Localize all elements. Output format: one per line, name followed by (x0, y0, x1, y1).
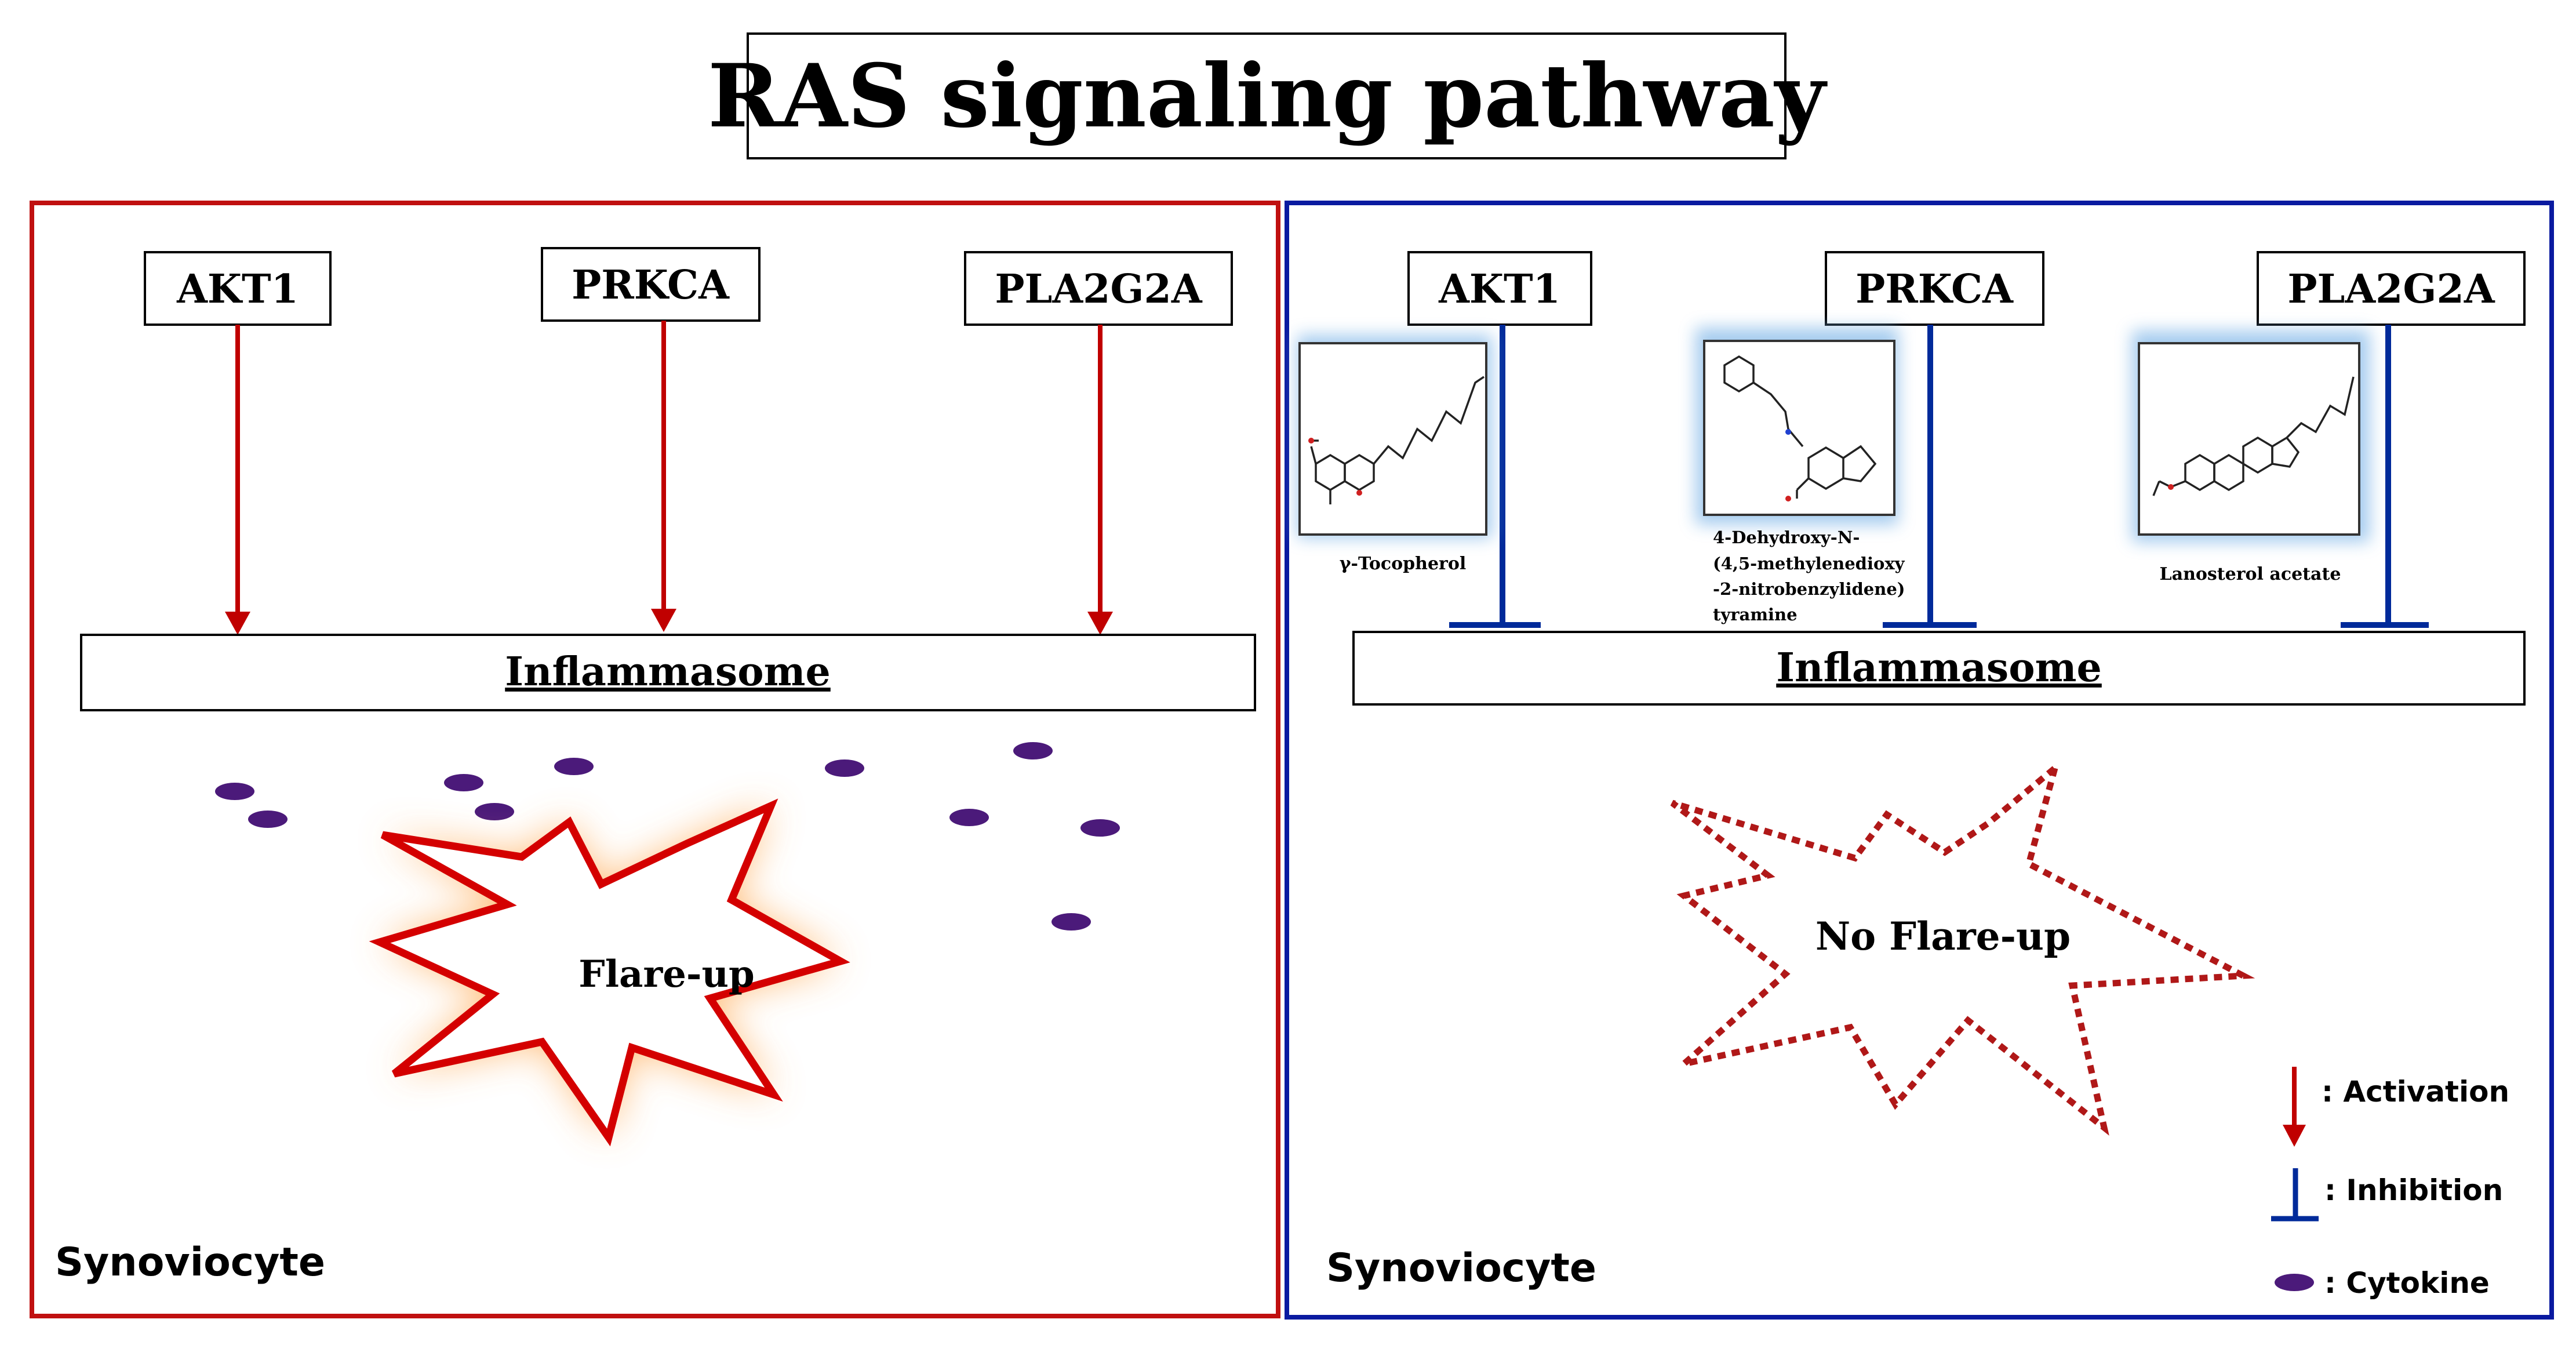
svg-text:4-Dehydroxy-N-: 4-Dehydroxy-N- (1713, 528, 1860, 547)
left-gene-label: AKT1 (176, 266, 299, 312)
cytokine (949, 809, 989, 826)
right-gene-label: PLA2G2A (2287, 266, 2495, 312)
legend-cytokine-icon (2275, 1274, 2314, 1291)
cytokine (475, 803, 514, 820)
activation-arrow (225, 325, 250, 635)
right-gene-akt1: AKT1 (1407, 251, 1592, 326)
legend-label: : Inhibition (2324, 1173, 2503, 1207)
left-inflammasome-box: Inflammasome (80, 634, 1256, 711)
left-gene-label: PRKCA (572, 262, 730, 308)
legend-inhibition-bar-icon (2271, 1168, 2319, 1222)
legend: : Activation : Inhibition : Cytokine (2271, 1067, 2509, 1300)
activation-arrow (1087, 325, 1113, 635)
svg-text:tyramine: tyramine (1713, 605, 1798, 624)
right-gene-label: PRKCA (1855, 266, 2014, 312)
compound-name: γ-Tocopherol (1340, 554, 1467, 574)
right-gene-pla2g2a: PLA2G2A (2257, 251, 2526, 326)
compound-name: Lanosterol acetate (2160, 564, 2341, 584)
right-gene-label: AKT1 (1438, 266, 1560, 312)
dehydroxy-tyramine-structure-icon (1695, 328, 1898, 525)
flare-up-burst: Flare-up (369, 798, 850, 1147)
cytokine (248, 811, 288, 828)
cytokine-cluster (215, 742, 1120, 931)
inhibition-bar (2341, 325, 2429, 628)
activation-arrow (651, 321, 676, 632)
cytokine (1080, 819, 1120, 837)
inhibition-bar (1883, 325, 1977, 628)
compound-name: 4-Dehydroxy-N- (4,5-methylenedioxy -2-ni… (1713, 528, 1905, 624)
right-gene-prkca: PRKCA (1825, 251, 2044, 326)
left-panel-border (30, 201, 1280, 1318)
inflammasome-label: Inflammasome (1776, 645, 2102, 691)
left-gene-prkca: PRKCA (541, 247, 761, 322)
left-gene-label: PLA2G2A (995, 266, 1202, 312)
title-box: RAS signaling pathway (708, 32, 1828, 159)
no-flare-up-burst: No Flare-up (1670, 759, 2255, 1136)
left-panel: AKT1 PRKCA PLA2G2A Inflammasome (30, 201, 1280, 1318)
inflammasome-label: Inflammasome (505, 649, 831, 695)
right-panel-border (1285, 201, 2554, 1320)
svg-text:(4,5-methylenedioxy: (4,5-methylenedioxy (1713, 554, 1905, 573)
gamma-tocopherol-structure-icon (1297, 335, 1492, 538)
right-panel: AKT1 PRKCA PLA2G2A (1285, 201, 2554, 1320)
cytokine (215, 783, 254, 800)
cytokine (554, 758, 594, 775)
no-flare-up-label: No Flare-up (1815, 914, 2071, 959)
svg-text:-2-nitrobenzylidene): -2-nitrobenzylidene) (1713, 579, 1905, 599)
cytokine (444, 774, 483, 791)
legend-label: : Cytokine (2324, 1266, 2490, 1300)
flare-up-label: Flare-up (578, 953, 755, 996)
left-cell-label: Synoviocyte (55, 1240, 325, 1285)
left-gene-akt1: AKT1 (144, 251, 332, 326)
diagram-title: RAS signaling pathway (708, 45, 1828, 147)
left-gene-pla2g2a: PLA2G2A (964, 251, 1233, 326)
legend-label: : Activation (2322, 1075, 2509, 1109)
cytokine (825, 759, 864, 777)
right-inflammasome-box: Inflammasome (1352, 631, 2526, 706)
legend-activation-arrow-icon (2283, 1067, 2306, 1147)
inhibition-bar (1449, 325, 1541, 628)
cytokine (1051, 913, 1091, 931)
lanosterol-acetate-structure-icon (2132, 330, 2370, 542)
cytokine (1013, 742, 1053, 759)
right-cell-label: Synoviocyte (1326, 1245, 1596, 1291)
